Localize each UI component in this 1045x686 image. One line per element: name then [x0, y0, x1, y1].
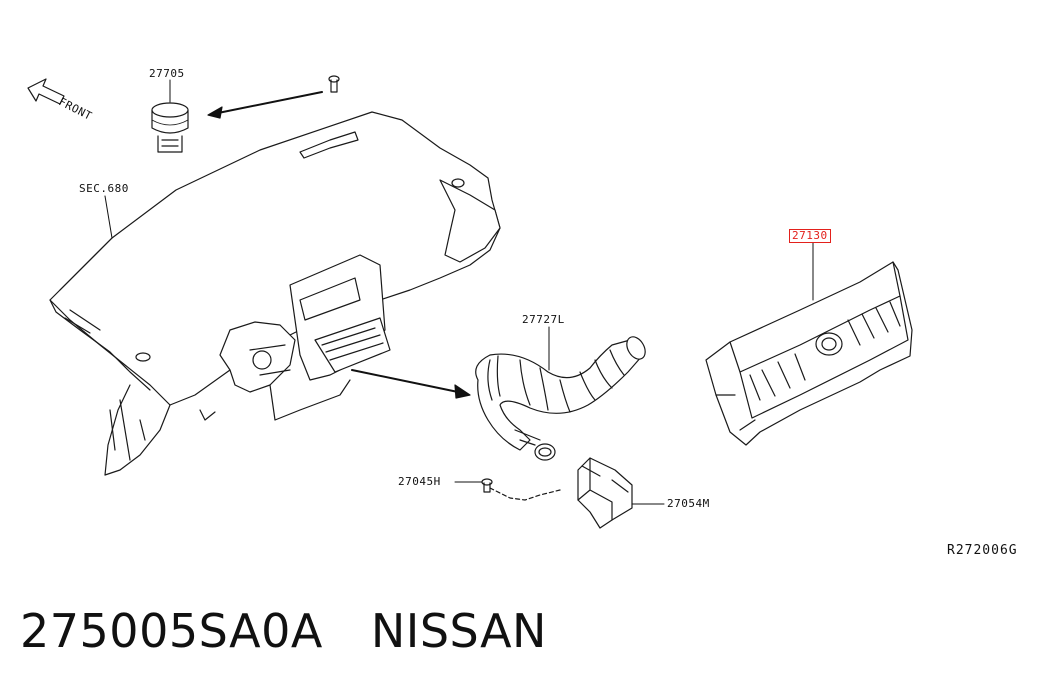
callout-27727l: 27727L [522, 313, 565, 326]
instrument-panel-drawing [49, 111, 501, 476]
arrow-to-duct [351, 369, 471, 399]
callout-27130-highlighted: 27130 [789, 229, 831, 243]
part-number: 275005SA0A [20, 604, 323, 658]
heater-control-panel-drawing [705, 261, 913, 446]
front-direction-arrow [27, 78, 65, 105]
exploded-parts-diagram [27, 75, 913, 529]
callout-27054m: 27054M [667, 497, 710, 510]
bracket-27054m-drawing [577, 457, 633, 529]
pin-icon [328, 75, 340, 93]
bolt-27045h-icon [481, 478, 561, 501]
arrow-to-clip [207, 91, 323, 119]
callout-sec680: SEC.680 [79, 182, 129, 195]
callout-27705: 27705 [149, 67, 185, 80]
duct-27727l-drawing [475, 336, 646, 461]
reference-code: R272006G [947, 543, 1018, 558]
callout-leader-lines [104, 79, 814, 505]
brand-name: NISSAN [370, 604, 547, 658]
callout-27045h: 27045H [398, 475, 441, 488]
part-caption: 275005SA0A NISSAN [20, 598, 547, 664]
clip-27705-icon [151, 102, 189, 153]
